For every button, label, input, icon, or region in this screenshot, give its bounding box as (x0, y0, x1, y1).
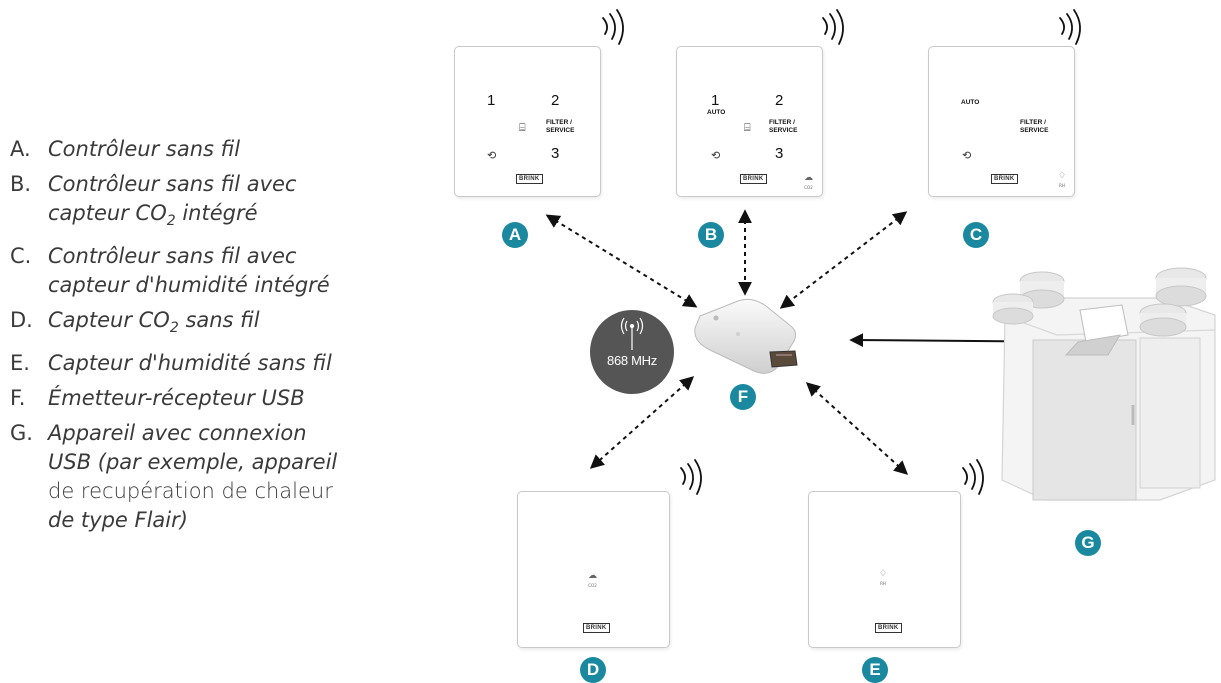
legend-item-d: D. Capteur CO2 sans fil (10, 306, 370, 343)
legend-letter: C. (10, 244, 32, 269)
wireless-humidity-sensor-e: ♢RH BRINK (808, 491, 961, 648)
antenna-icon (620, 317, 644, 350)
legend-line: Capteur d'humidité sans fil (48, 351, 332, 376)
auto-label: AUTO (961, 99, 980, 106)
legend-item-g: G. Appareil avec connexion USB (par exem… (10, 419, 370, 535)
wireless-controller-c: AUTO FILTER / SERVICE ⟲ BRINK ♢RH (928, 46, 1075, 197)
legend-line: Émetteur-récepteur USB (48, 386, 305, 411)
frequency-label: 868 MHz (607, 353, 657, 368)
wireless-co2-sensor-d: ☁CO2 BRINK (517, 491, 670, 648)
rh-label: RH (880, 581, 886, 586)
legend-item-f: F. Émetteur-récepteur USB (10, 384, 370, 413)
legend-line: Contrôleur sans fil avec (48, 244, 297, 269)
key-3: 3 (775, 145, 784, 162)
legend-letter: B. (10, 172, 32, 196)
brand-logo: BRINK (516, 174, 543, 184)
legend-letter: F. (10, 386, 26, 411)
key-1: 1 (487, 92, 496, 109)
filter-service-label: FILTER / SERVICE (1020, 119, 1049, 134)
legend-letter: A. (10, 137, 31, 161)
legend-text: Contrôleur sans fil (48, 135, 240, 164)
legend-item-a: A. Contrôleur sans fil (10, 135, 370, 164)
rh-label: RH (1059, 183, 1065, 188)
usb-transceiver-icon (694, 298, 798, 374)
legend-line: Capteur CO2 sans fil (48, 308, 260, 337)
brand-logo: BRINK (583, 623, 610, 633)
key-2: 2 (775, 92, 784, 109)
legend-line: de type Flair) (48, 508, 188, 533)
co2-label: CO2 (588, 583, 597, 588)
link-arrow-d (589, 376, 695, 469)
wireless-controller-a: 1 2 ⌸ FILTER / SERVICE ⟲ 3 BRINK (454, 46, 601, 197)
legend: A. Contrôleur sans fil B. Contrôleur san… (10, 135, 370, 541)
badge-d: D (580, 657, 606, 683)
link-arrow-c (779, 211, 908, 309)
badge-f: F (730, 384, 756, 410)
legend-text: Contrôleur sans fil avec capteur CO2 int… (48, 170, 296, 236)
legend-line: de recupération de chaleur (48, 479, 333, 504)
humidity-sensor-icon: ♢RH (879, 569, 888, 587)
legend-text: Capteur CO2 sans fil (48, 306, 260, 343)
signal-icon (822, 9, 844, 45)
brand-logo: BRINK (991, 174, 1018, 184)
legend-line: Appareil avec connexion (48, 421, 307, 446)
link-arrow-a (545, 214, 698, 308)
filter-service-label: FILTER / SERVICE (769, 119, 798, 134)
legend-letter: D. (10, 308, 33, 333)
heat-recovery-unit-icon (992, 267, 1216, 501)
key-3: 3 (551, 145, 560, 162)
legend-item-e: E. Capteur d'humidité sans fil (10, 349, 370, 378)
badge-e: E (862, 657, 888, 683)
badge-a: A (502, 222, 528, 248)
badge-g: G (1075, 530, 1101, 556)
humidity-sensor-icon: ♢RH (1058, 171, 1067, 189)
legend-line: capteur CO2 intégré (48, 201, 258, 230)
link-arrow-e (805, 382, 909, 475)
legend-text: Appareil avec connexion USB (par exemple… (48, 419, 337, 535)
co2-sensor-icon: ☁CO2 (588, 571, 597, 589)
auto-label: AUTO (707, 109, 726, 116)
legend-text: Contrôleur sans fil avec capteur d'humid… (48, 242, 330, 300)
timer-icon: ⟲ (962, 149, 972, 162)
legend-line: capteur d'humidité intégré (48, 273, 330, 298)
signal-icon (962, 459, 984, 495)
legend-letter: E. (10, 351, 30, 376)
frequency-badge: 868 MHz (590, 310, 674, 394)
filter-icon: ⌸ (519, 121, 526, 134)
wireless-controller-b: 1 AUTO 2 ⌸ FILTER / SERVICE ⟲ 3 BRINK ☁C… (676, 46, 823, 197)
signal-icon (1059, 9, 1081, 45)
legend-line: Contrôleur sans fil avec (48, 172, 297, 196)
legend-line: USB (par exemple, appareil (48, 450, 338, 475)
timer-icon: ⟲ (487, 149, 497, 162)
legend-item-c: C. Contrôleur sans fil avec capteur d'hu… (10, 242, 370, 300)
brand-logo: BRINK (875, 623, 902, 633)
brand-logo: BRINK (740, 174, 767, 184)
badge-c: C (963, 222, 989, 248)
key-2: 2 (551, 92, 560, 109)
signal-icon (602, 9, 624, 45)
badge-b: B (698, 222, 724, 248)
signal-icon (680, 459, 702, 495)
key-1: 1 (711, 92, 720, 109)
filter-icon: ⌸ (744, 121, 751, 134)
co2-sensor-icon: ☁CO2 (804, 173, 813, 191)
filter-service-label: FILTER / SERVICE (546, 119, 575, 134)
timer-icon: ⟲ (711, 149, 721, 162)
co2-label: CO2 (804, 185, 813, 190)
legend-text: Capteur d'humidité sans fil (48, 349, 332, 378)
legend-line: Contrôleur sans fil (48, 137, 241, 161)
legend-text: Émetteur-récepteur USB (48, 384, 305, 413)
legend-item-b: B. Contrôleur sans fil avec capteur CO2 … (10, 170, 370, 236)
legend-letter: G. (10, 421, 33, 446)
